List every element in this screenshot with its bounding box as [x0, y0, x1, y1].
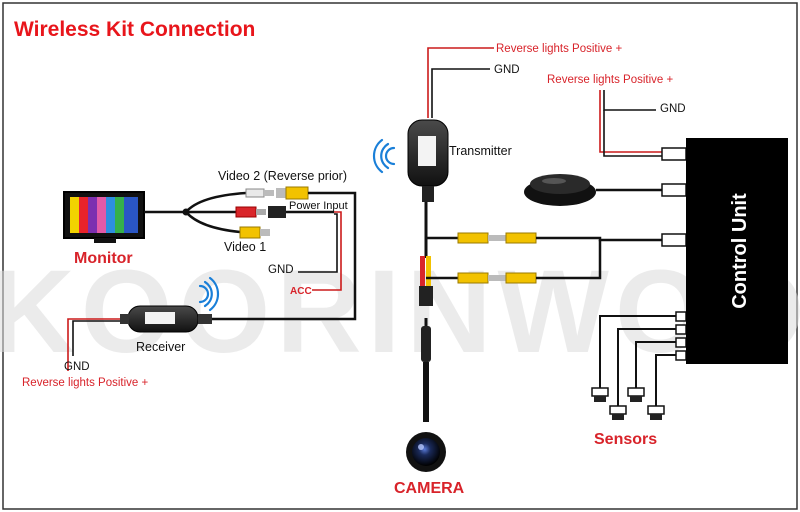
- parking-sensor-icon-2: [609, 405, 627, 420]
- video2-label: Video 2 (Reverse prior): [218, 169, 347, 183]
- rca-video1: [239, 226, 270, 239]
- acc-label: ACC: [290, 286, 312, 297]
- diagram-title: Wireless Kit Connection: [14, 18, 255, 41]
- camera-icon: [406, 432, 446, 472]
- reverse-receiver-label: Reverse lights Positive +: [22, 377, 149, 389]
- control-unit-ports: [661, 147, 687, 361]
- video2-cable: [212, 191, 357, 321]
- video-link-top: [426, 232, 662, 244]
- monitor-label: Monitor: [74, 250, 133, 267]
- gnd-receiver-label: GND: [64, 361, 90, 373]
- monitor-cable: [144, 191, 247, 234]
- transmitter-box: [407, 119, 449, 202]
- control-unit-box: [686, 138, 788, 364]
- rca-video2: [245, 186, 309, 200]
- transmitter-wires: [427, 47, 494, 118]
- receiver-label: Receiver: [136, 340, 185, 354]
- control-unit-label: Control Unit: [729, 193, 751, 309]
- trunk-connectors: [419, 256, 433, 422]
- gnd-tx-label: GND: [494, 64, 520, 76]
- receiver-box: [120, 305, 212, 333]
- reverse-tx-label: Reverse lights Positive +: [496, 43, 623, 55]
- rca-power: [235, 206, 334, 218]
- power-input-label: Power Input: [289, 200, 348, 212]
- power-wires: [298, 211, 342, 291]
- video1-label: Video 1: [224, 240, 266, 254]
- video-link-bottom: [426, 240, 602, 284]
- control-unit-wires: [599, 90, 662, 157]
- wifi-signal-icon-tx: [372, 138, 396, 174]
- splitter-node: [182, 208, 190, 216]
- reverse-cu-label: Reverse lights Positive +: [547, 74, 674, 86]
- buzzer-icon: [524, 174, 662, 206]
- parking-sensor-icon-1: [591, 387, 609, 402]
- parking-sensor-icon-3: [627, 387, 645, 402]
- camera-label: CAMERA: [394, 480, 465, 497]
- transmitter-label: Transmitter: [449, 144, 512, 158]
- sensors-label: Sensors: [594, 431, 657, 448]
- gnd-monitor-label: GND: [268, 264, 294, 276]
- receiver-wires: [67, 318, 120, 371]
- monitor-icon: [63, 191, 145, 243]
- gnd-cu-label: GND: [660, 103, 686, 115]
- parking-sensor-icon-4: [647, 405, 665, 420]
- sensor-wires: [599, 315, 676, 406]
- wifi-signal-icon: [198, 276, 220, 312]
